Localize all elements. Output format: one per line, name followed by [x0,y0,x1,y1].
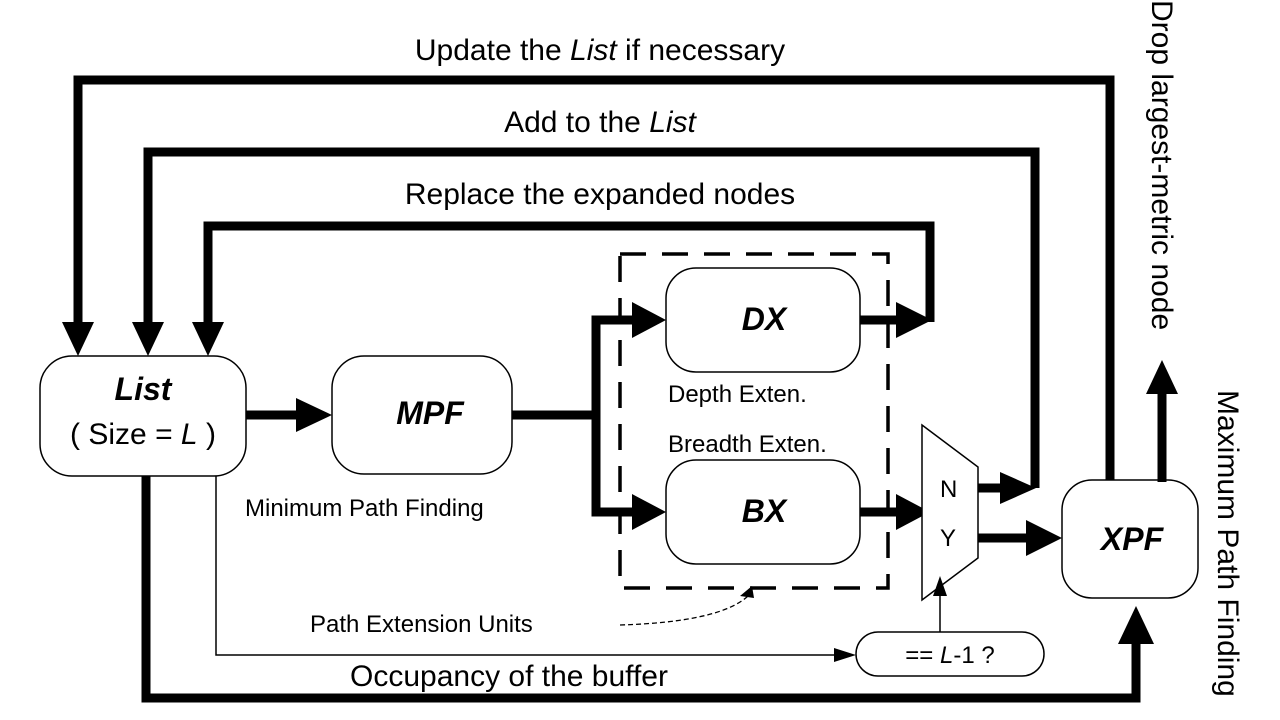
mux-y-to-xpf-arrowhead [1026,520,1062,556]
replace-nodes-arrowhead [192,322,224,356]
occupancy-arrowhead [834,648,856,662]
mux-port-n: N [940,476,957,503]
path-extension-pointer [619,595,749,626]
mpf-to-dx-arrowhead [632,302,666,338]
xpf-caption: Maximum Path Finding [1211,390,1244,697]
update-list-arrowhead [62,322,94,356]
path-extension-units-box [618,252,890,590]
add-list-arrowhead [132,322,164,356]
mpf-to-dx-line [591,315,636,419]
dx-caption: Depth Exten. [668,381,807,408]
list-block-title: List [115,371,173,407]
compare-label: == L-1 ? [905,642,994,669]
compare-to-mux-arrowhead [933,576,947,596]
bx-block-title: BX [742,493,788,529]
replace-nodes-label: Replace the expanded nodes [405,178,795,211]
drop-node-arrowhead [1146,360,1178,394]
list-to-mpf-arrowhead [296,398,332,432]
mpf-to-bx-arrowhead [632,494,666,530]
mux-block[interactable] [921,423,979,602]
update-list-label: Update the List if necessary [415,34,785,67]
mpf-caption: Minimum Path Finding [245,495,484,522]
path-extension-pointer-arrowhead [740,586,754,598]
xpf-block-title: XPF [1099,521,1165,557]
update-list-line [73,75,1115,482]
replace-nodes-line [203,221,935,326]
mpf-to-bx-line [591,411,636,517]
add-list-label: Add to the List [504,106,697,139]
dx-output-arrowhead [896,302,932,338]
bx-caption: Breadth Exten. [668,431,827,458]
add-list-line [143,147,1040,488]
occupancy-label: Occupancy of the buffer [350,660,668,693]
occupancy-line [215,476,836,656]
list-to-xpf-line [141,476,1141,703]
dx-block-title: DX [742,301,788,337]
mux-n-output-arrowhead [1000,472,1036,504]
mux-port-y: Y [940,525,956,552]
xpf-block[interactable] [1061,479,1199,599]
list-to-xpf-arrowhead [1118,606,1154,644]
mpf-block-title: MPF [396,395,465,431]
drop-node-label: Drop largest-metric node [1145,0,1178,330]
bx-to-mux-arrowhead [896,494,930,530]
compare-block[interactable] [855,631,1045,677]
path-extension-units-label: Path Extension Units [310,611,533,638]
list-block-size: ( Size = L ) [70,418,216,451]
